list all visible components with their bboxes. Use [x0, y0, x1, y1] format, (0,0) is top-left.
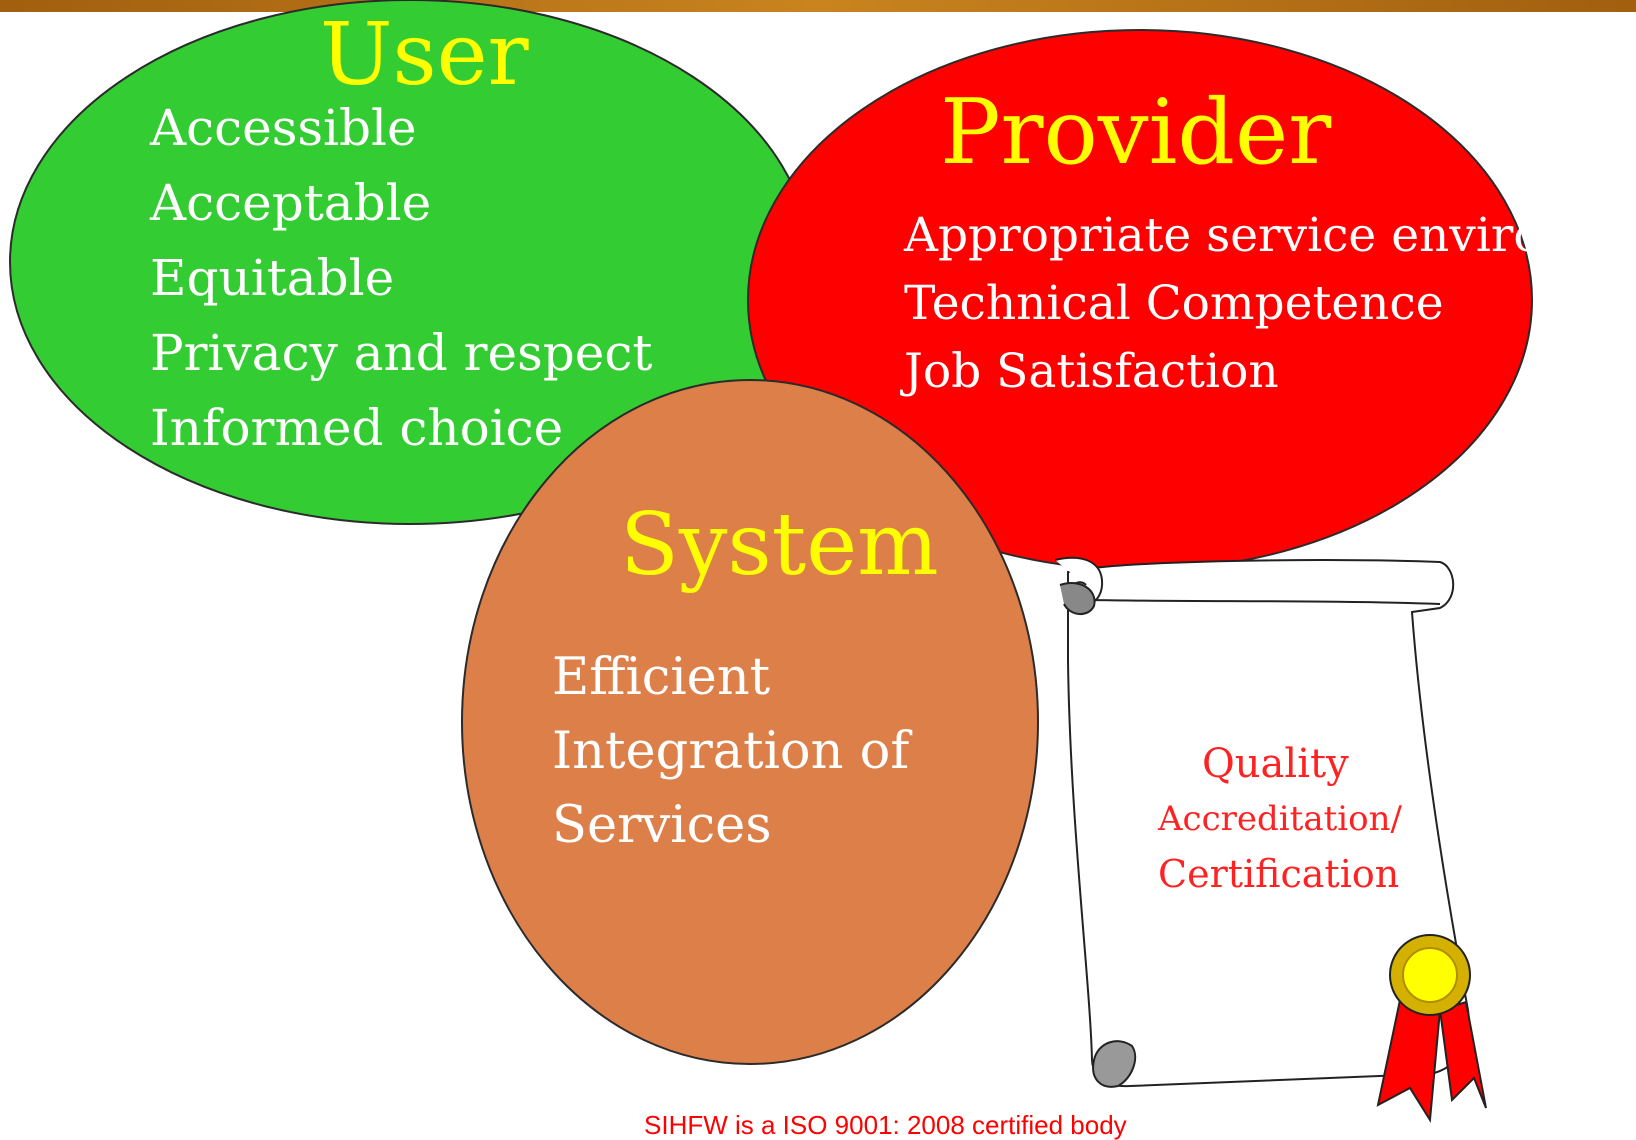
user-item: Informed choice [150, 399, 564, 457]
user-item: Acceptable [150, 174, 432, 232]
provider-heading: Provider [940, 80, 1332, 185]
system-ellipse [461, 379, 1039, 1065]
footer-caption: SIHFW is a ISO 9001: 2008 certified body [644, 1110, 1127, 1140]
user-item: Equitable [150, 249, 395, 307]
provider-item: Appropriate service environment [904, 208, 1636, 263]
system-item: Services [552, 796, 772, 855]
provider-item: Job Satisfaction [904, 344, 1279, 399]
user-item: Privacy and respect [150, 324, 653, 382]
user-item: Accessible [150, 99, 417, 157]
system-item: Integration of [552, 722, 910, 781]
user-heading: User [320, 5, 529, 105]
certificate-scroll [1054, 556, 1470, 1088]
system-item: Efficient [552, 648, 771, 707]
award-ribbon-icon [1376, 934, 1487, 1124]
certificate-line: Certification [1158, 852, 1400, 896]
certificate-line: Accreditation/ [1158, 799, 1402, 839]
system-heading: System [620, 495, 939, 595]
certificate-title: Quality [1202, 741, 1349, 787]
provider-item: Technical Competence [904, 276, 1444, 331]
